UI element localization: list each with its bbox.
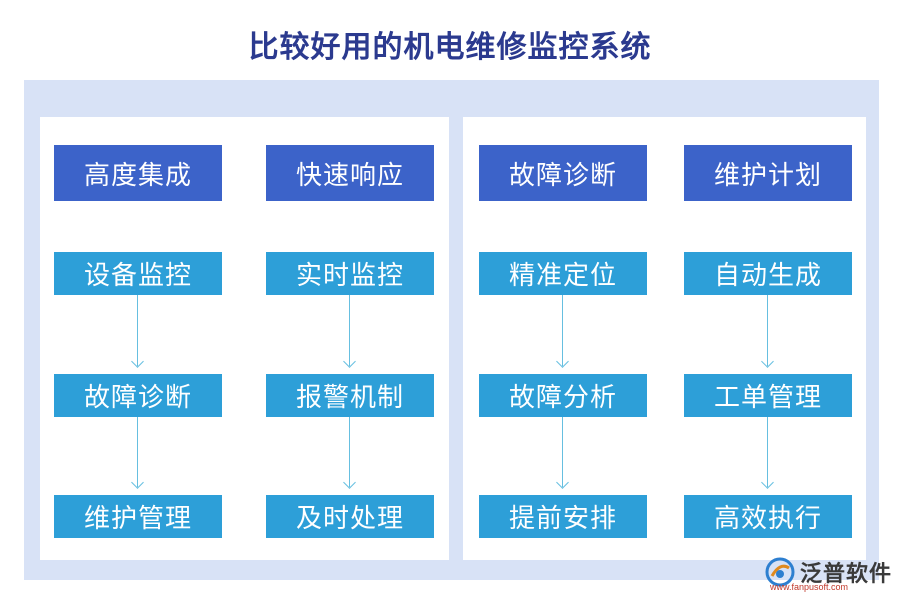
brand-url: www.fanpusoft.com [770,582,849,592]
column-header-4: 维护计划 [684,145,852,201]
column-3-item-2: 故障分析 [479,374,647,417]
column-header-1: 高度集成 [54,145,222,201]
column-header-2: 快速响应 [266,145,434,201]
column-1-item-3: 维护管理 [54,495,222,538]
column-3-item-1: 精准定位 [479,252,647,295]
brand-name: 泛普软件 [800,562,893,587]
arrow-down-icon [761,295,774,368]
arrow-down-icon [131,295,144,368]
arrow-down-icon [556,417,569,489]
column-2-item-1: 实时监控 [266,252,434,295]
fanpu-logo-icon [765,557,795,587]
column-4-item-3: 高效执行 [684,495,852,538]
column-header-3: 故障诊断 [479,145,647,201]
column-4-item-1: 自动生成 [684,252,852,295]
arrow-down-icon [761,417,774,489]
column-1-item-2: 故障诊断 [54,374,222,417]
column-2-item-3: 及时处理 [266,495,434,538]
column-4-item-2: 工单管理 [684,374,852,417]
column-2-item-2: 报警机制 [266,374,434,417]
column-3-item-3: 提前安排 [479,495,647,538]
arrow-down-icon [556,295,569,368]
brand-logo: 泛普软件 [764,552,892,592]
column-1-item-1: 设备监控 [54,252,222,295]
arrow-down-icon [131,417,144,489]
diagram-title: 比较好用的机电维修监控系统 [248,30,652,65]
arrow-down-icon [343,417,356,489]
arrow-down-icon [343,295,356,368]
